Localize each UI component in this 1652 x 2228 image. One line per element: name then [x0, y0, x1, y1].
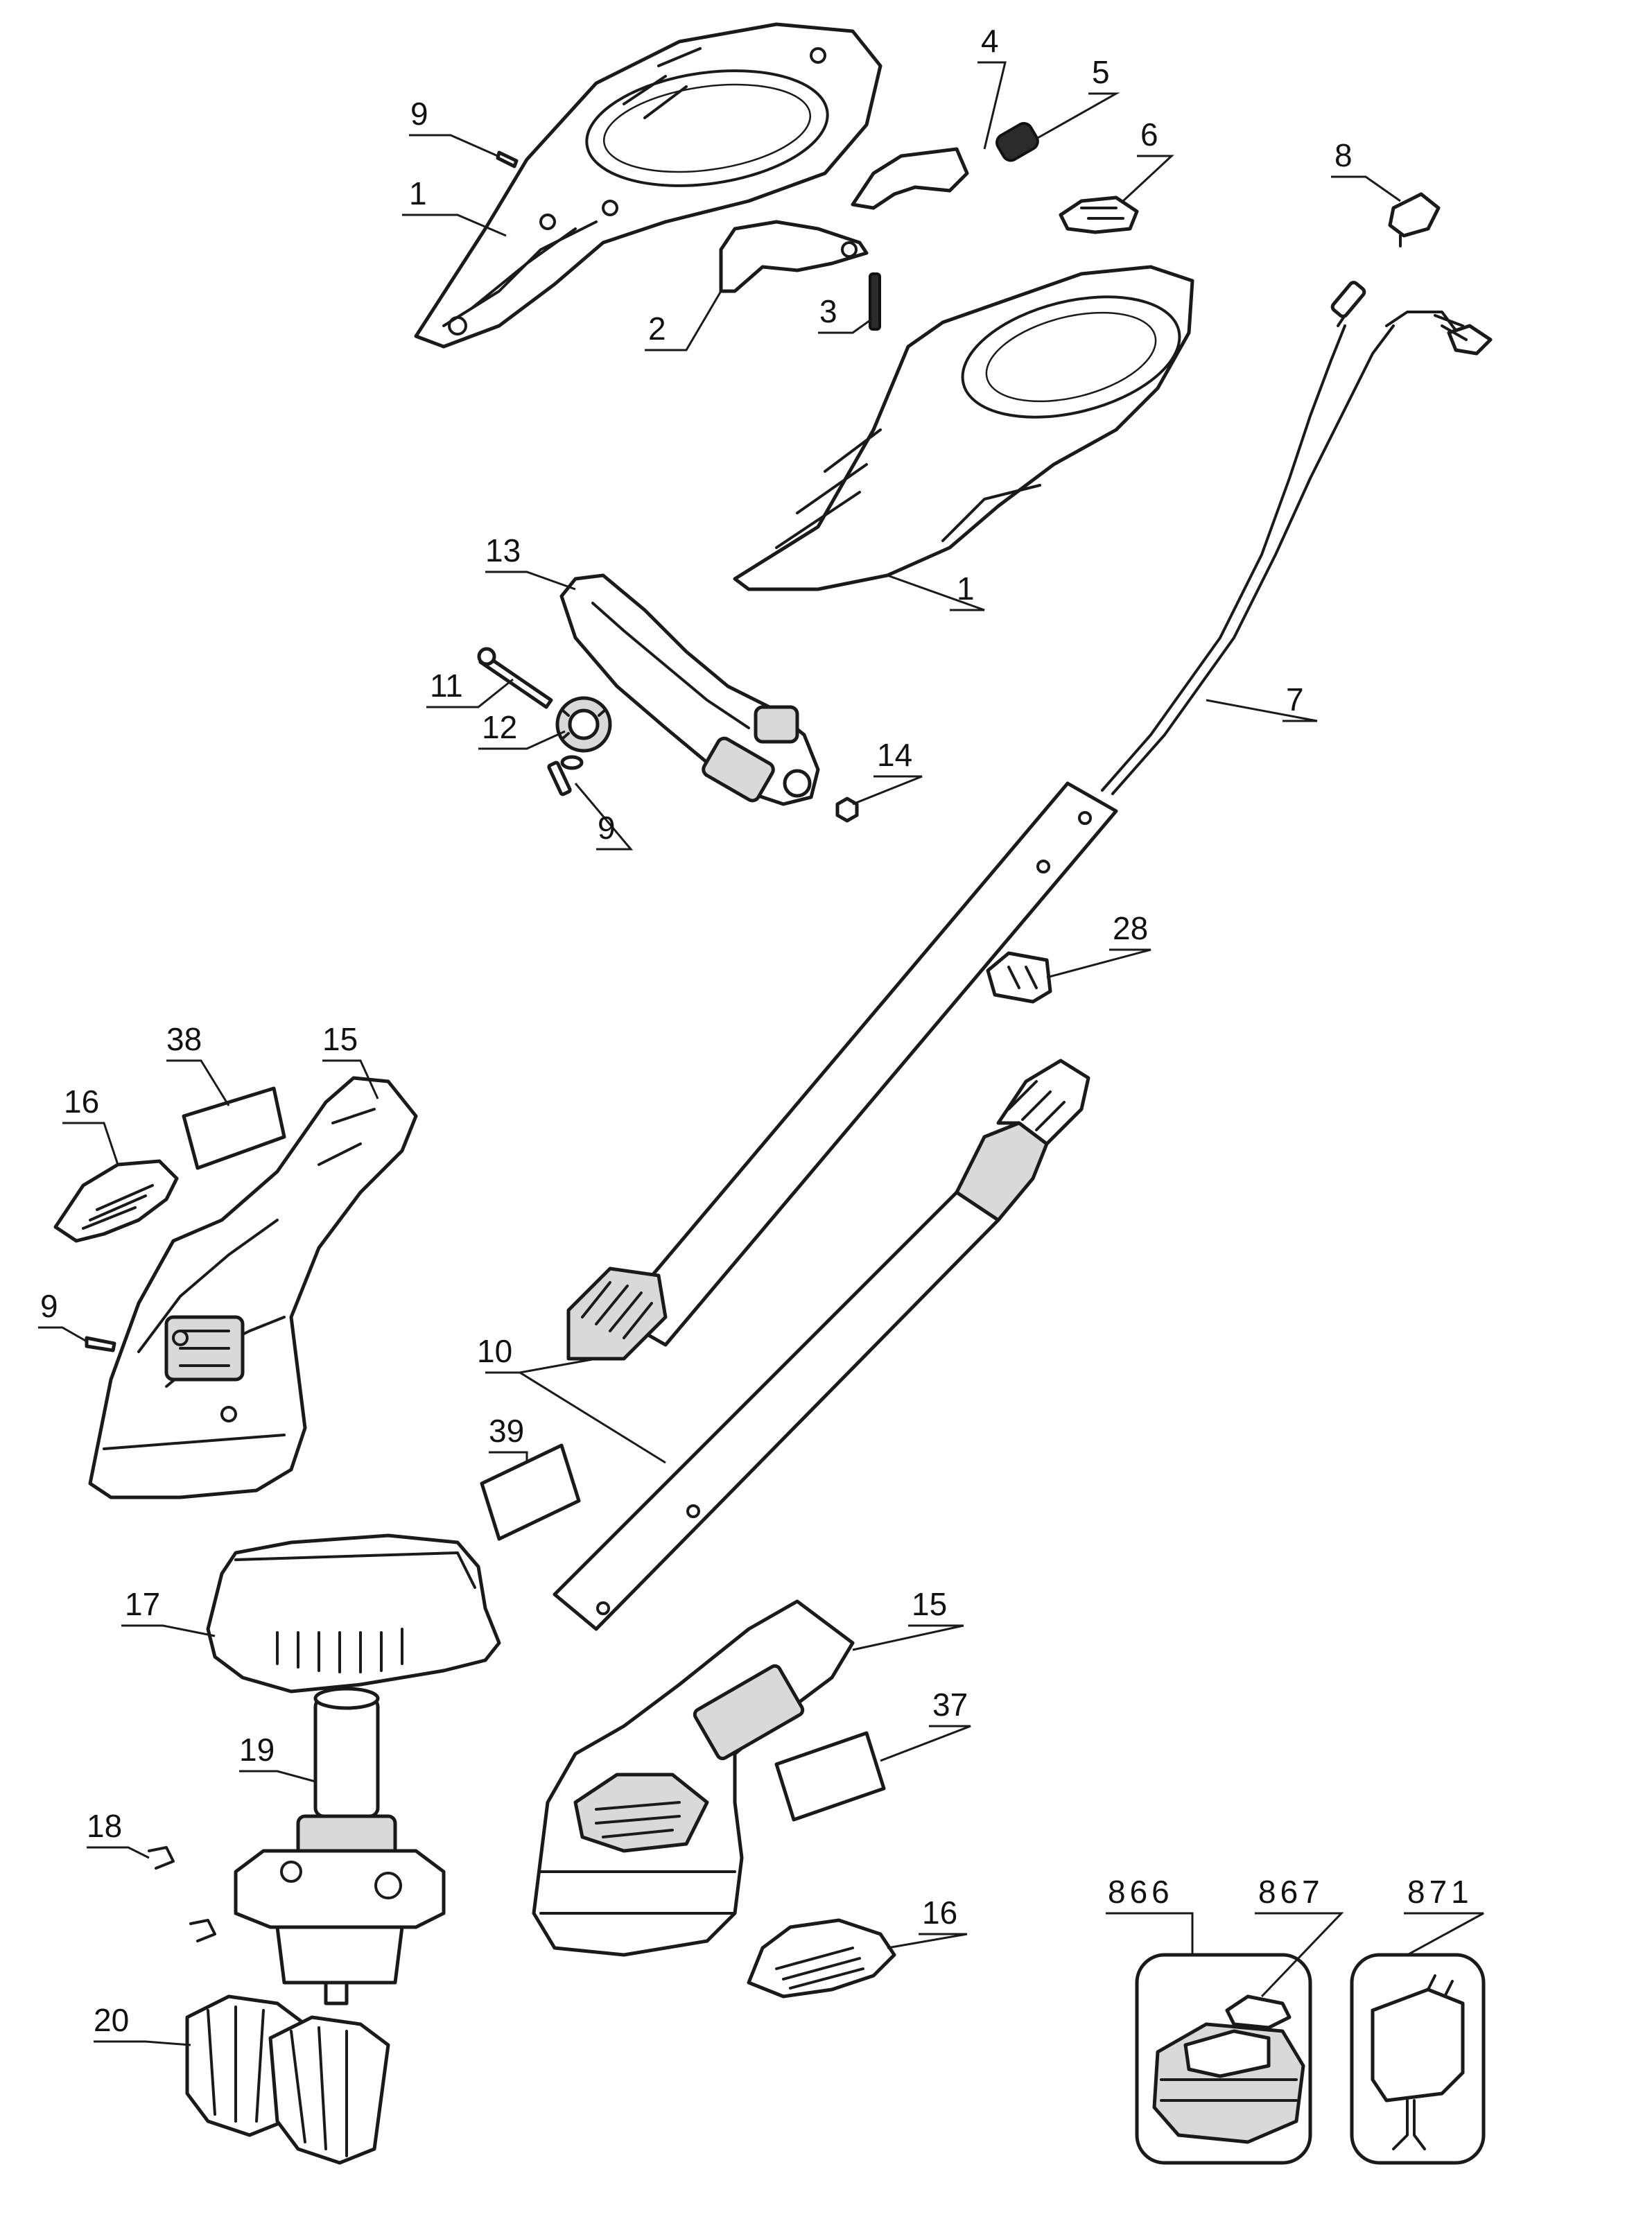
callout-15-lower: 15	[912, 1586, 947, 1622]
part-38-label	[182, 1086, 286, 1170]
callout-9-left: 9	[40, 1288, 58, 1324]
part-37-label	[774, 1731, 886, 1822]
part-9-screw-left	[85, 1336, 116, 1352]
callout-18: 18	[87, 1808, 122, 1844]
part-18-clip-upper	[148, 1846, 175, 1870]
part-11-bolt	[477, 647, 553, 709]
callout-10: 10	[477, 1333, 512, 1369]
part-866-battery-group	[1135, 1953, 1312, 2165]
part-39-label	[480, 1443, 581, 1541]
part-10-upper-tube	[566, 781, 1118, 1361]
callout-867: 867	[1258, 1874, 1324, 1910]
callout-16-lower: 16	[922, 1895, 957, 1931]
callout-871: 871	[1407, 1874, 1473, 1910]
part-20-tines	[185, 1994, 390, 2165]
callout-4: 4	[981, 23, 999, 59]
callout-17: 17	[125, 1586, 160, 1622]
part-7-power-cord	[1101, 281, 1493, 795]
part-28-collar	[986, 951, 1052, 1004]
callout-20: 20	[94, 2002, 129, 2038]
callout-3: 3	[819, 293, 837, 329]
part-4-lock-lever	[851, 147, 969, 210]
callout-14: 14	[877, 737, 912, 773]
callout-1-left: 1	[409, 175, 427, 211]
callout-leaders	[38, 61, 1484, 2046]
callout-2: 2	[648, 311, 666, 347]
callout-19: 19	[239, 1732, 275, 1768]
callout-16-top: 16	[64, 1083, 99, 1120]
callout-1-right: 1	[957, 571, 975, 607]
callout-numbers: 9 1 2 3 4 5 6 8 1 13 11 12 9 14 7 28 38 …	[40, 23, 1473, 2038]
part-6-switch	[1059, 195, 1139, 234]
callout-15-top: 15	[322, 1021, 358, 1057]
part-13-auxiliary-handle	[559, 573, 820, 806]
part-871-charger-group	[1350, 1953, 1486, 2165]
part-1-handle-half-left	[414, 22, 882, 349]
part-1-handle-half-right	[733, 265, 1194, 591]
part-5-spring	[995, 122, 1039, 162]
part-8-connector	[1388, 192, 1441, 247]
part-9-screw-middle	[547, 755, 584, 797]
callout-8: 8	[1334, 137, 1353, 173]
part-19-motor-gearbox	[234, 1687, 446, 2005]
part-16-vent-cover-left	[53, 1159, 179, 1243]
part-12-knob	[555, 696, 612, 753]
callout-38: 38	[166, 1021, 202, 1057]
part-9-screw-top	[496, 150, 519, 168]
callout-13: 13	[485, 532, 521, 568]
callout-12: 12	[482, 709, 517, 745]
part-16-vent-cover-right	[747, 1918, 896, 1999]
part-15-housing-assembled	[532, 1599, 855, 1957]
callout-37: 37	[932, 1687, 968, 1723]
callout-39: 39	[489, 1413, 524, 1449]
part-3-spring	[869, 272, 881, 331]
callout-28: 28	[1113, 910, 1148, 946]
part-2-trigger	[719, 220, 869, 293]
part-18-clip-lower	[189, 1919, 216, 1942]
callout-9-top: 9	[410, 96, 428, 132]
part-17-guard	[206, 1533, 501, 1694]
part-15-housing-half-open	[88, 1076, 418, 1499]
callout-6: 6	[1140, 116, 1158, 153]
callout-5: 5	[1092, 54, 1110, 90]
callout-9-middle: 9	[598, 810, 616, 846]
part-14-nut	[835, 797, 859, 823]
callout-866: 866	[1108, 1874, 1174, 1910]
callout-11: 11	[430, 668, 463, 704]
callout-7: 7	[1286, 681, 1304, 717]
part-10-lower-tube	[553, 1059, 1090, 1631]
